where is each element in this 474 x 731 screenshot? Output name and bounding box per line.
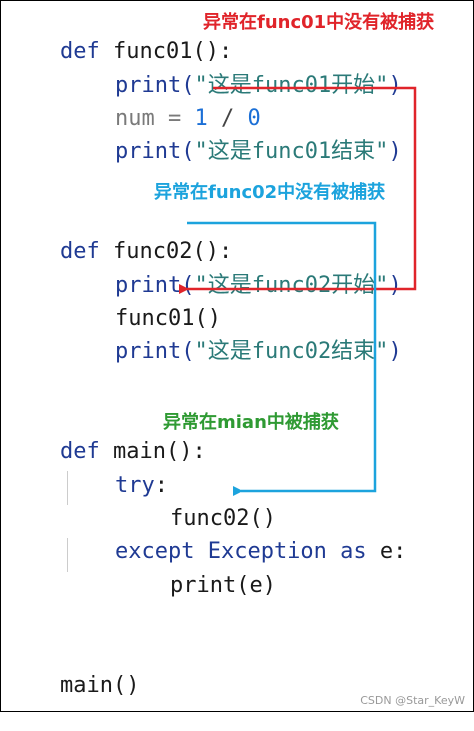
- paren-close: ): [388, 339, 402, 364]
- code-line-print-func02-end: print("这是func02结束"): [62, 307, 402, 397]
- code-line-call-func02: func02(): [117, 474, 276, 564]
- blue-arrow-func02-to-main: [187, 221, 377, 496]
- indent-guide: [67, 471, 68, 505]
- code-line-print-e: print(e): [117, 541, 276, 631]
- main-signature: main():: [99, 439, 206, 464]
- keyword-def: def: [59, 439, 100, 464]
- print-call: print(: [114, 339, 195, 364]
- code-line-print-func01-start: print("这是func01开始"): [62, 41, 402, 131]
- keyword-try: try: [114, 473, 155, 498]
- paren-close: ): [388, 273, 402, 298]
- division-operator: /: [207, 106, 248, 131]
- main-call: main(): [59, 673, 140, 698]
- code-canvas: def func01(): print("这是func01开始") num = …: [0, 0, 474, 712]
- code-line-call-func01: func01(): [62, 274, 221, 364]
- code-line-call-main: main(): [7, 641, 139, 731]
- watermark: CSDN @Star_KeyW: [360, 694, 465, 707]
- number-literal: 0: [247, 106, 261, 131]
- code-line-division: num = 1 / 0: [62, 74, 261, 164]
- annotation-func01-not-caught: 异常在func01中没有被捕获: [203, 12, 435, 33]
- red-arrow-func01-to-func02: [179, 86, 417, 294]
- annotation-func02-not-caught: 异常在func02中没有被捕获: [154, 182, 386, 203]
- exception-flow-arrows: [179, 86, 417, 496]
- keyword-def: def: [59, 239, 100, 264]
- code-line-def-func02: def func02():: [7, 207, 232, 297]
- func02-signature: func02():: [99, 239, 233, 264]
- code-line-print-func01-end: print("这是func01结束"): [62, 107, 402, 197]
- indent-guide: [67, 538, 68, 572]
- colon: :: [154, 473, 168, 498]
- string-literal: "这是func01开始": [194, 73, 389, 98]
- annotation-main-caught: 异常在mian中被捕获: [163, 412, 339, 433]
- keyword-as: as: [340, 539, 367, 564]
- string-literal: "这是func02结束": [194, 339, 389, 364]
- code-line-def-main: def main():: [7, 407, 206, 497]
- keyword-except: except: [114, 539, 195, 564]
- print-call: print(: [114, 139, 195, 164]
- func02-call: func02(): [169, 506, 276, 531]
- code-line-def-func01: def func01():: [7, 7, 232, 97]
- exception-class: Exception: [194, 539, 341, 564]
- print-exception: print(e): [169, 573, 276, 598]
- variable-assignment: num =: [114, 106, 195, 131]
- keyword-def: def: [59, 39, 100, 64]
- string-literal: "这是func02开始": [194, 273, 389, 298]
- func01-call: func01(): [114, 306, 221, 331]
- paren-close: ): [388, 139, 402, 164]
- print-call: print(: [114, 73, 195, 98]
- func01-signature: func01():: [99, 39, 233, 64]
- exception-variable: e:: [366, 539, 407, 564]
- code-line-except: except Exception as e:: [62, 507, 406, 597]
- code-line-try: try:: [62, 441, 168, 531]
- number-literal: 1: [194, 106, 208, 131]
- string-literal: "这是func01结束": [194, 139, 389, 164]
- paren-close: ): [388, 73, 402, 98]
